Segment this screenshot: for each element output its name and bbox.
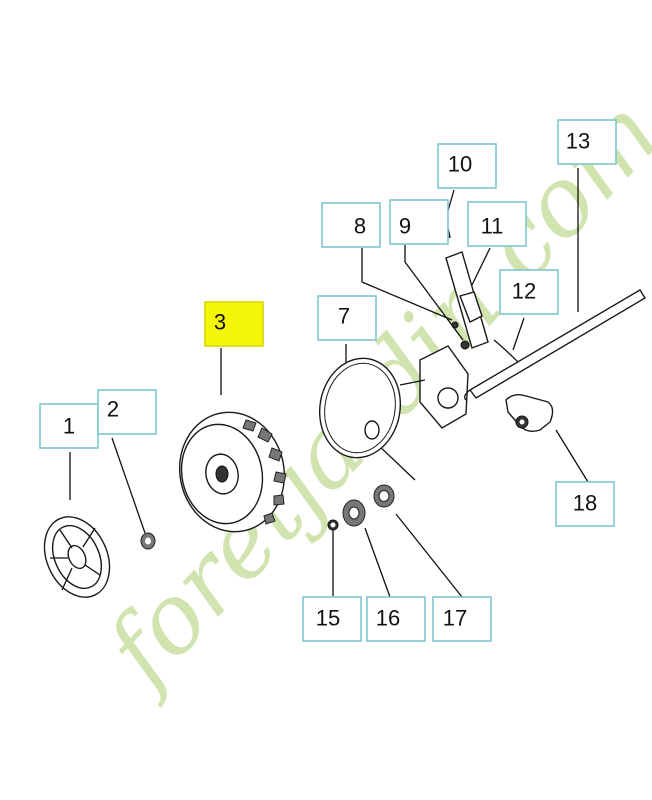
callout-8-text: 8 <box>354 214 366 239</box>
callout-16-text: 16 <box>376 606 400 631</box>
callout-8[interactable]: 8 <box>321 202 381 248</box>
callout-12-text: 12 <box>512 279 536 304</box>
clip-part <box>505 393 554 433</box>
callout-2[interactable]: 2 <box>97 389 157 435</box>
cover-part <box>318 357 402 459</box>
callout-12[interactable]: 12 <box>499 269 559 315</box>
callout-3-text: 3 <box>214 310 226 335</box>
callout-13-text: 13 <box>566 129 590 154</box>
callout-11[interactable]: 11 <box>467 201 527 247</box>
callout-18[interactable]: 18 <box>555 481 615 527</box>
callout-9-text: 9 <box>399 214 411 239</box>
callout-15[interactable]: 15 <box>302 596 362 642</box>
callout-1-text: 1 <box>63 414 75 439</box>
wheel-tread <box>242 419 287 525</box>
callout-2-text: 2 <box>107 397 119 422</box>
leader-lines <box>69 168 589 598</box>
callout-1[interactable]: 1 <box>39 403 99 449</box>
callout-11-text: 11 <box>481 214 504 239</box>
callout-7[interactable]: 7 <box>317 295 377 341</box>
callout-17-text: 17 <box>443 606 467 631</box>
callout-18-text: 18 <box>573 491 597 516</box>
wheel-part <box>178 411 287 533</box>
gear-assembly-part <box>327 484 395 531</box>
height-adjuster-part <box>399 210 523 429</box>
callout-16[interactable]: 16 <box>366 596 426 642</box>
callout-13[interactable]: 13 <box>557 119 617 165</box>
callout-7-text: 7 <box>338 304 350 329</box>
callout-9[interactable]: 9 <box>389 199 449 245</box>
callout-15-text: 15 <box>316 606 340 631</box>
hubcap-part <box>43 516 111 598</box>
nut-part <box>140 532 156 550</box>
callout-10[interactable]: 10 <box>437 143 497 189</box>
callout-3[interactable]: 3 <box>204 301 264 347</box>
axle-rod-part <box>464 289 646 401</box>
callout-17[interactable]: 17 <box>432 596 492 642</box>
callout-10-text: 10 <box>448 152 472 177</box>
